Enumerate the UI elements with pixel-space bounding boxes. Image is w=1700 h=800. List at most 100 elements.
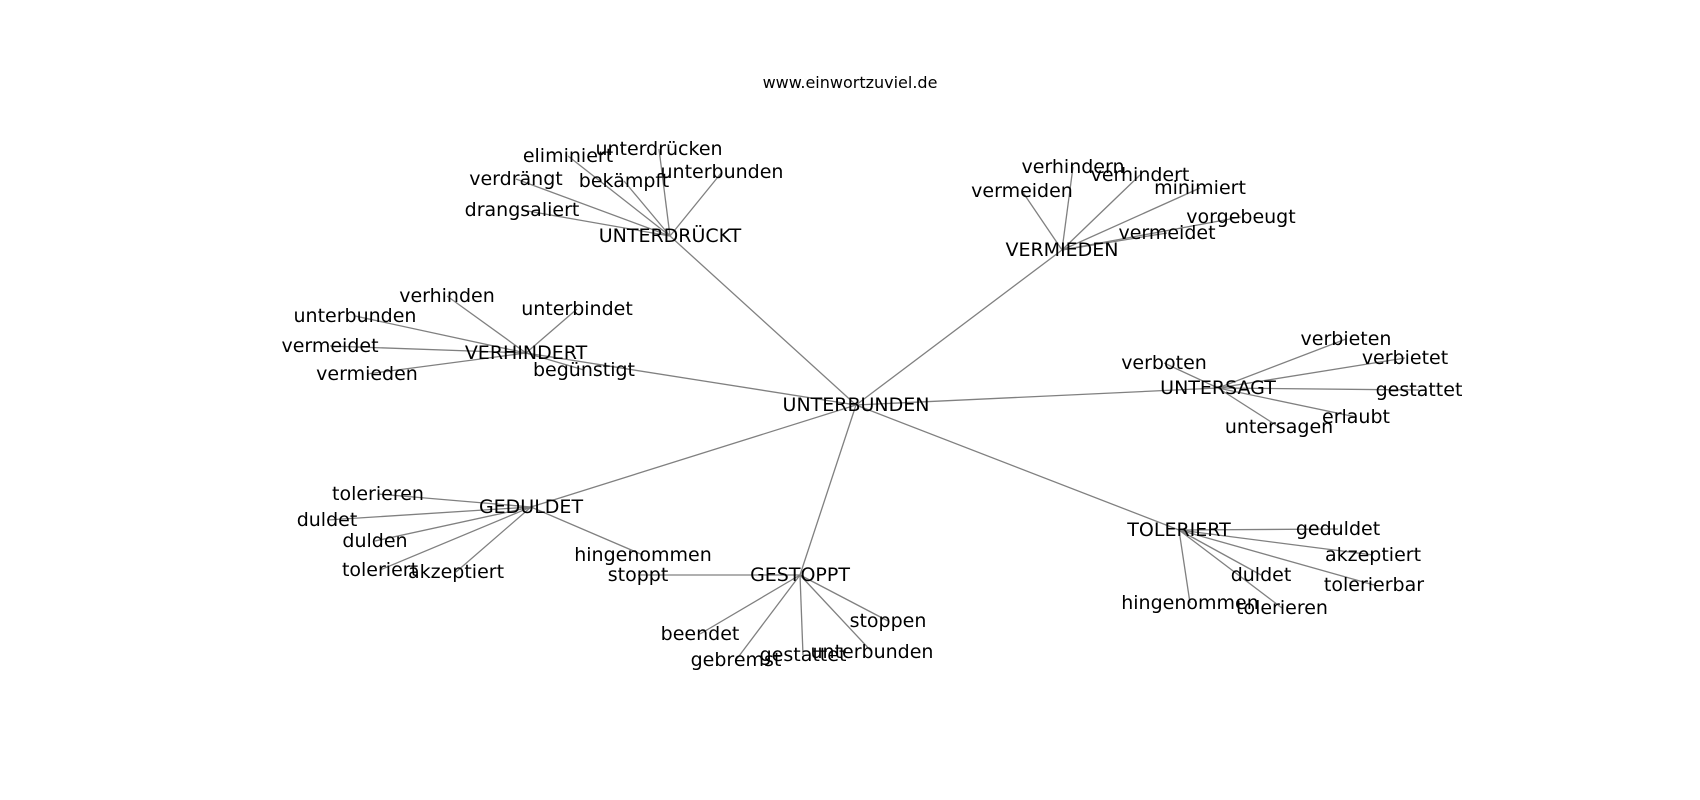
leaf-node-label: verhindern: [1021, 156, 1124, 178]
leaf-node-label: stoppen: [850, 610, 927, 632]
edge-c_gestoppt-leaf-3: [735, 574, 801, 661]
leaf-node-label: verboten: [1121, 352, 1207, 374]
edge-c_verhindert-leaf-5: [525, 352, 585, 371]
edge-c_unterdrueckt-leaf-3: [623, 180, 671, 237]
leaf-node-label: verhindert: [1091, 164, 1190, 186]
leaf-node-label: eliminiert: [523, 145, 613, 167]
edge-c_vermieden-leaf-2: [1021, 190, 1063, 251]
leaf-node-label: hingenommen: [1121, 592, 1259, 614]
edge-c_unterdrueckt-leaf-5: [521, 209, 671, 237]
edge-c_toleriert-leaf-3: [1178, 529, 1375, 586]
edge-c_geduldet-leaf-0: [377, 493, 532, 508]
edge-c_verhindert-leaf-2: [354, 315, 527, 354]
leaf-node-label: geduldet: [1296, 518, 1380, 540]
edge-c_geduldet-leaf-3: [379, 506, 532, 571]
edge-center-c_verhindert: [525, 352, 857, 406]
leaf-node-label: tolerieren: [332, 483, 424, 505]
edge-c_geduldet-leaf-2: [374, 506, 532, 542]
edge-c_untersagt-leaf-4: [1217, 387, 1357, 418]
edge-c_vermieden-leaf-3: [1061, 187, 1201, 251]
leaf-node-label: vermeiden: [971, 180, 1073, 202]
leaf-node-label: vermieden: [316, 363, 418, 385]
leaf-node-label: minimiert: [1154, 177, 1246, 199]
edge-c_unterdrueckt-leaf-4: [669, 171, 723, 237]
edge-c_geduldet-leaf-1: [326, 506, 532, 521]
leaf-node-label: toleriert: [342, 559, 418, 581]
cluster-node-label: UNTERSAGT: [1160, 377, 1276, 399]
edge-center-c_toleriert: [855, 404, 1180, 531]
edge-c_toleriert-leaf-0: [1178, 528, 1339, 531]
edge-center-c_vermieden: [855, 249, 1063, 406]
graph-node-labels: UNTERBUNDEN UNTERDRÜCKT eliminiertunterdrü…: [281, 138, 1462, 671]
leaf-node-label: verdrängt: [469, 168, 562, 190]
edge-c_geduldet-leaf-5: [530, 506, 644, 556]
leaf-node-label: tolerieren: [1236, 597, 1328, 619]
edge-c_verhindert-leaf-0: [446, 295, 527, 354]
edge-center-c_gestoppt: [799, 404, 857, 576]
edge-c_gestoppt-leaf-2: [699, 574, 801, 635]
leaf-node-label: vermeidet: [1118, 222, 1215, 244]
edge-center-c_unterdrueckt: [669, 235, 857, 406]
edge-c_gestoppt-leaf-5: [799, 574, 873, 653]
edge-c_verhindert-leaf-1: [525, 308, 578, 354]
edge-c_untersagt-leaf-2: [1163, 362, 1219, 389]
leaf-node-label: unterbunden: [661, 161, 784, 183]
edge-c_gestoppt-leaf-4: [799, 574, 804, 656]
cluster-node-label: GESTOPPT: [750, 564, 850, 586]
cluster-node-label: TOLERIERT: [1126, 519, 1231, 541]
leaf-node-label: gestattet: [1376, 379, 1463, 401]
cluster-node-label: VERMIEDEN: [1005, 239, 1118, 261]
center-node-label: UNTERBUNDEN: [783, 394, 930, 416]
leaf-node-label: unterbunden: [811, 641, 934, 663]
edge-c_vermieden-leaf-5: [1061, 232, 1168, 251]
leaf-node-label: bekämpft: [579, 170, 669, 192]
leaf-node-label: unterbunden: [294, 305, 417, 327]
leaf-node-label: erlaubt: [1322, 406, 1390, 428]
leaf-node-label: untersagen: [1225, 416, 1333, 438]
leaf-node-label: gestattet: [760, 644, 847, 666]
edge-c_unterdrueckt-leaf-1: [658, 148, 671, 237]
leaf-node-label: tolerierbar: [1324, 574, 1424, 596]
edge-c_verhindert-leaf-4: [366, 352, 527, 375]
edge-c_toleriert-leaf-1: [1178, 529, 1374, 556]
leaf-node-label: duldet: [297, 509, 358, 531]
edge-c_gestoppt-leaf-1: [799, 574, 889, 622]
graph-edges: [326, 148, 1420, 661]
leaf-node-label: stoppt: [608, 564, 669, 586]
edge-c_untersagt-leaf-0: [1217, 338, 1347, 389]
leaf-node-label: verbietet: [1362, 347, 1448, 369]
cluster-node-label: VERHINDERT: [465, 342, 588, 364]
edge-c_untersagt-leaf-5: [1217, 387, 1280, 428]
leaf-node-label: verhinden: [399, 285, 495, 307]
edge-c_verhindert-leaf-3: [329, 345, 527, 354]
leaf-node-label: vermeidet: [281, 335, 378, 357]
leaf-node-label: verbieten: [1301, 328, 1392, 350]
edge-c_toleriert-leaf-2: [1178, 529, 1262, 576]
edge-c_untersagt-leaf-1: [1217, 357, 1406, 389]
site-url-label: www.einwortzuviel.de: [763, 73, 938, 92]
leaf-node-label: unterbindet: [521, 298, 633, 320]
edge-c_vermieden-leaf-1: [1061, 174, 1141, 251]
edge-c_vermieden-leaf-4: [1061, 216, 1242, 251]
leaf-node-label: drangsaliert: [465, 199, 580, 221]
edge-c_toleriert-leaf-4: [1178, 529, 1191, 604]
leaf-node-label: vorgebeugt: [1186, 206, 1295, 228]
leaf-node-label: akzeptiert: [408, 561, 504, 583]
leaf-node-label: beendet: [661, 623, 740, 645]
edge-c_vermieden-leaf-0: [1061, 166, 1074, 251]
edge-c_unterdrueckt-leaf-0: [567, 155, 671, 237]
leaf-node-label: hingenommen: [574, 544, 712, 566]
edge-c_geduldet-leaf-4: [455, 506, 532, 573]
leaf-node-label: begünstigt: [533, 359, 635, 381]
leaf-node-label: akzeptiert: [1325, 544, 1421, 566]
cluster-node-label: UNTERDRÜCKT: [599, 224, 742, 247]
leaf-node-label: unterdrücken: [595, 138, 722, 160]
edge-center-c_geduldet: [530, 404, 857, 508]
edge-center-c_untersagt: [855, 387, 1219, 406]
edge-c_untersagt-leaf-3: [1217, 387, 1420, 391]
leaf-node-label: duldet: [1231, 564, 1292, 586]
leaf-node-label: gebremst: [691, 649, 782, 671]
cluster-node-label: GEDULDET: [479, 496, 583, 518]
leaf-node-label: dulden: [342, 530, 407, 552]
